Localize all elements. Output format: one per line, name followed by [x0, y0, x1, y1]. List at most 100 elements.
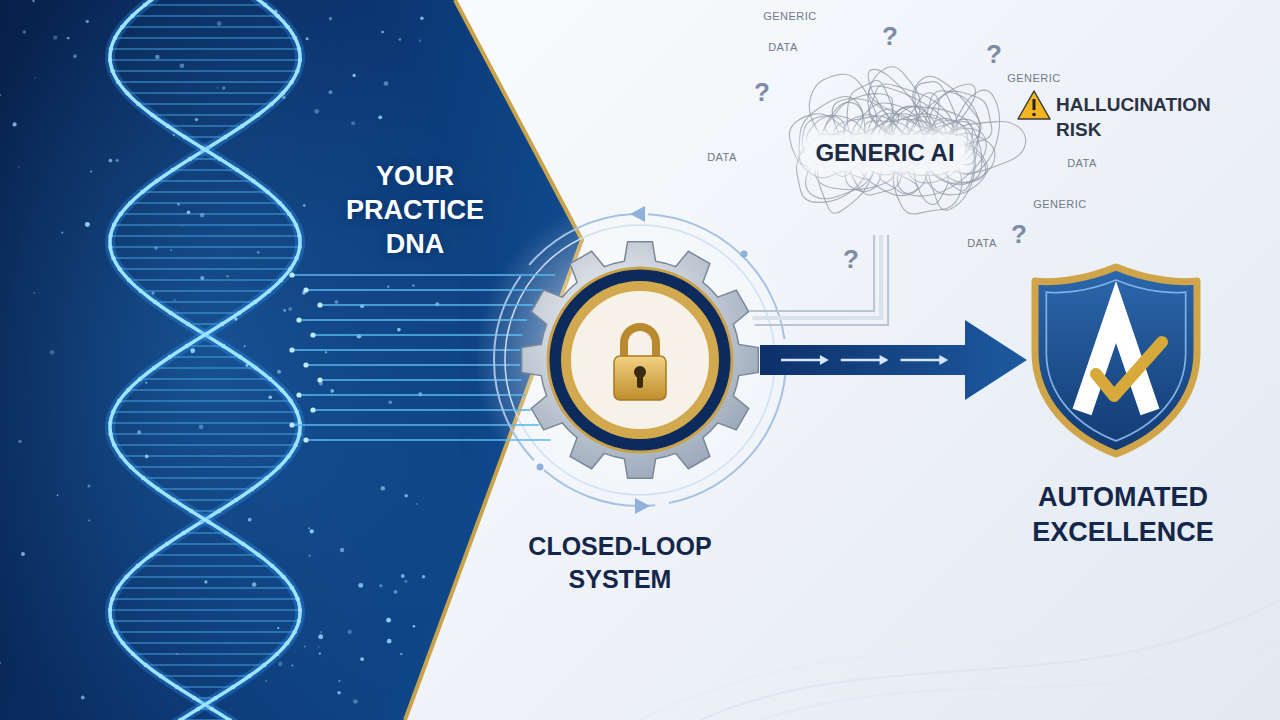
question-mark: ? — [882, 23, 898, 49]
sparkle — [268, 395, 271, 398]
helix-rung — [161, 675, 250, 677]
loop-dot — [537, 464, 544, 471]
connector — [760, 320, 1027, 400]
sparkle — [283, 309, 286, 312]
shield-outline — [1035, 267, 1197, 454]
node-text: AUTOMATED EXCELLENCE — [1008, 480, 1238, 550]
warning-triangle — [1018, 91, 1050, 119]
sparkle — [87, 484, 90, 487]
helix-rung — [110, 422, 300, 424]
sparkle — [181, 226, 182, 227]
sparkle — [154, 246, 158, 250]
sparkle — [291, 665, 293, 667]
scatter-word: DATA — [967, 237, 997, 249]
sparkle — [387, 639, 392, 644]
trace-dot — [296, 392, 301, 397]
sparkle — [176, 653, 177, 654]
sparkle — [325, 351, 327, 353]
sparkle — [85, 20, 88, 23]
sparkle — [187, 211, 190, 214]
circuit-connector — [510, 394, 525, 396]
flow-stripe — [841, 359, 881, 362]
helix-rung — [111, 48, 299, 50]
sparkle — [145, 382, 147, 384]
circuit-connector — [510, 439, 551, 441]
helix-rung — [111, 235, 300, 237]
helix-rung — [118, 81, 291, 83]
circuit-connector — [510, 424, 539, 426]
sparkle — [204, 580, 207, 583]
trace-dot — [289, 422, 294, 427]
helix-rung — [113, 70, 298, 72]
label-anchor: ? — [882, 23, 898, 49]
trace-dot — [289, 272, 294, 277]
sparkle — [81, 696, 85, 700]
helix-rung — [122, 26, 288, 28]
trace-dot — [289, 347, 294, 352]
sparkle — [18, 166, 19, 167]
sparkle — [394, 590, 398, 594]
helix-rung — [111, 620, 299, 622]
helix-strand — [110, 0, 300, 720]
gear-teeth — [522, 242, 759, 479]
sparkle — [155, 55, 160, 60]
helix-rung — [119, 400, 291, 402]
sparkle — [330, 389, 334, 393]
circuit-trace — [306, 439, 510, 441]
loop-ring — [505, 225, 775, 495]
label-anchor: GENERIC — [1007, 72, 1061, 84]
helix-rung — [128, 389, 281, 391]
helix-rung — [145, 4, 265, 6]
sparkle — [109, 159, 113, 163]
helix-rung — [133, 653, 277, 655]
sparkle — [334, 300, 338, 304]
flow-arrow — [760, 320, 1027, 400]
helix-rung — [143, 477, 266, 479]
sparkle — [274, 10, 278, 14]
question-mark: ? — [843, 246, 859, 272]
circuit-connector — [510, 349, 520, 351]
sparkle — [57, 495, 59, 497]
sparkle — [0, 94, 1, 95]
sparkle — [180, 63, 185, 68]
sparkle — [310, 529, 314, 533]
pipe-line — [750, 235, 875, 311]
sparkle — [308, 527, 310, 529]
sparkle — [177, 203, 180, 206]
excellence-shield: AUTOMATED EXCELLENCE — [1030, 262, 1202, 458]
sparkle — [67, 37, 70, 40]
helix-rung — [157, 180, 253, 182]
helix-rung — [168, 125, 242, 127]
sparkle — [0, 662, 1, 664]
helix-rung — [131, 466, 279, 468]
sparkle — [353, 699, 358, 704]
helix-rung — [121, 213, 290, 215]
sparkle — [353, 74, 356, 77]
sparkle — [318, 634, 323, 639]
circuit-trace — [292, 424, 510, 426]
scatter-word: GENERIC — [1033, 198, 1087, 210]
helix-rung — [170, 356, 240, 358]
trace-dot — [303, 287, 308, 292]
circuit-connector — [510, 289, 543, 291]
loop-dot — [741, 251, 748, 258]
sparkle — [378, 115, 382, 119]
generic-ai-cloud: GENERIC AI — [765, 55, 1035, 235]
node-text: YOUR PRACTICE DNA — [320, 150, 510, 271]
closed-loop-gear: CLOSED-LOOP SYSTEM — [520, 240, 760, 480]
sparkle — [252, 582, 256, 586]
label-anchor: DATA — [1067, 157, 1097, 169]
sparkle — [217, 87, 219, 89]
node-text: CLOSED-LOOP SYSTEM — [520, 530, 720, 595]
sparkle — [18, 440, 22, 444]
sparkle — [351, 121, 355, 125]
sparkle — [338, 680, 340, 682]
helix-rung — [110, 59, 300, 61]
helix-rung — [113, 257, 296, 259]
sparkle — [282, 96, 285, 99]
sparkle — [404, 580, 407, 583]
helix-rung — [110, 609, 300, 611]
circuit-connector — [510, 379, 522, 381]
